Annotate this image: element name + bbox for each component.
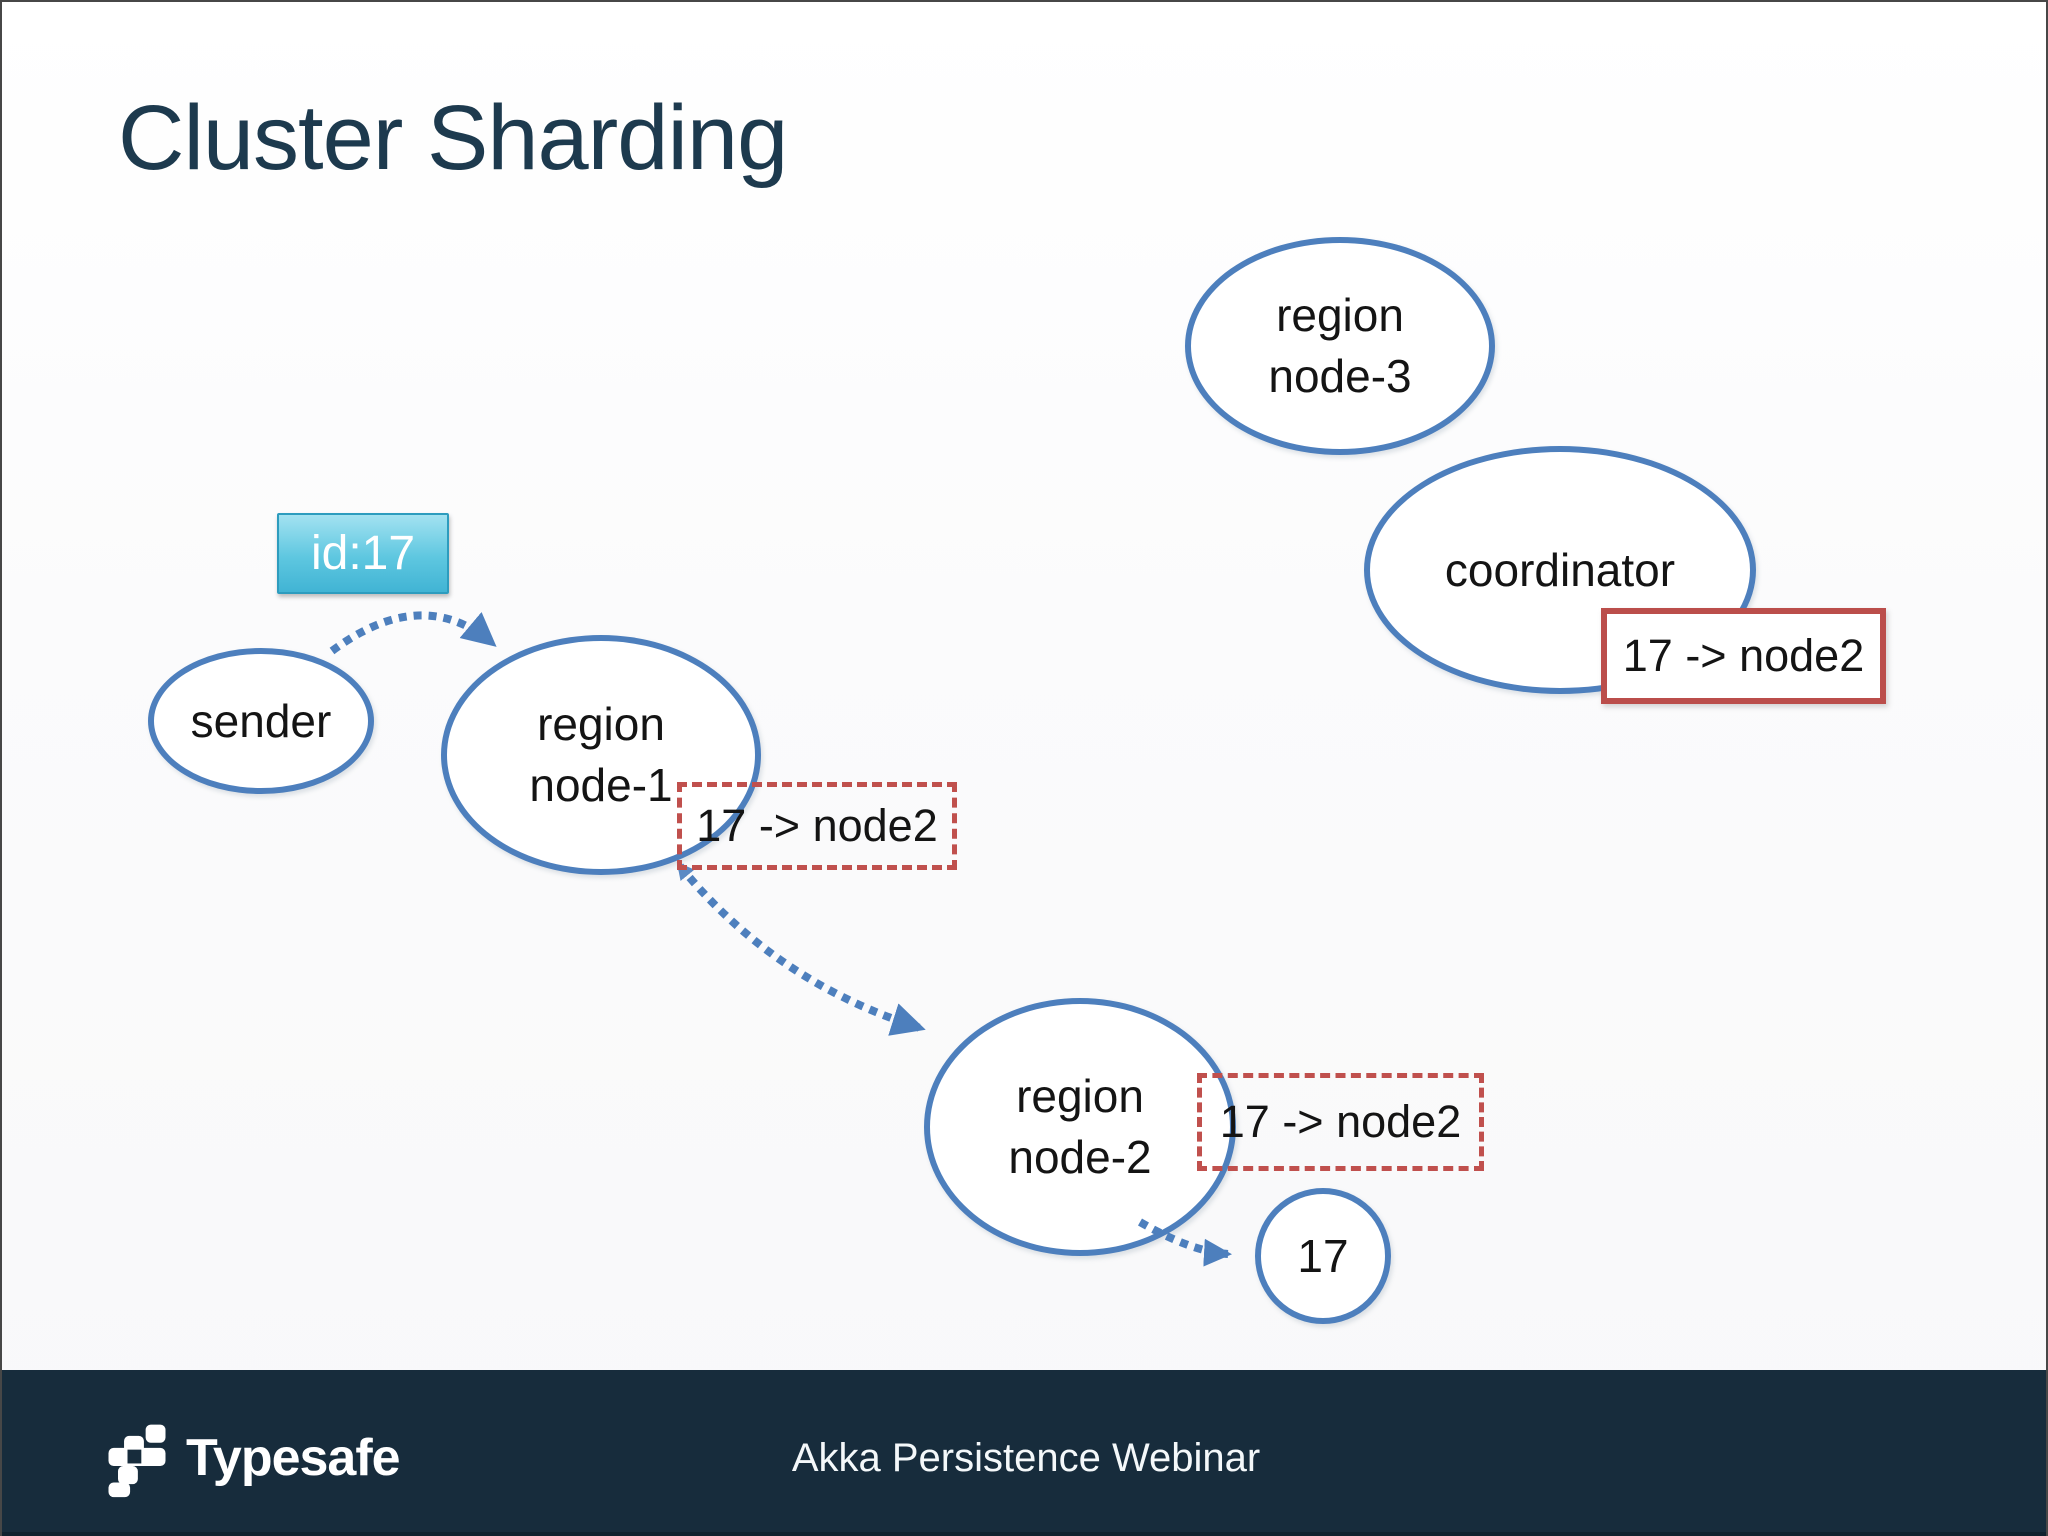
footer-caption: Akka Persistence Webinar [791, 1436, 1261, 1480]
footer: Typesafe Akka Persistence Webinar [2, 1370, 2046, 1536]
node-label-line: region [1016, 1070, 1144, 1123]
typesafe-logo-icon [108, 1424, 166, 1498]
node-label-line: node-2 [1008, 1131, 1152, 1183]
message-id-box: id:17 [277, 513, 449, 594]
node-entity-17: 17 [1255, 1188, 1391, 1324]
page-title: Cluster Sharding [118, 87, 788, 189]
node1-mapping-box: 17 -> node2 [677, 782, 957, 870]
message-id-label: id:17 [310, 527, 416, 580]
node-coordinator: coordinator [1364, 446, 1756, 694]
node2-mapping-box: 17 -> node2 [1197, 1073, 1484, 1171]
node-sender: sender [148, 648, 374, 794]
arrow-sender-to-node1 [329, 611, 497, 655]
mapping-label: 17 -> node2 [1622, 630, 1865, 681]
arrow-node1-to-node2 [676, 862, 926, 1036]
node-label-line: sender [190, 694, 332, 747]
mapping-label: 17 -> node2 [1219, 1096, 1462, 1147]
node-region-node-2: region node-2 [924, 998, 1236, 1256]
node-label-line: node-3 [1268, 350, 1412, 402]
node-label-line: region [537, 698, 665, 751]
brand-name: Typesafe [186, 1429, 401, 1487]
coordinator-mapping-box: 17 -> node2 [1601, 608, 1886, 704]
node-label-line: region [1276, 289, 1404, 342]
node-label-line: 17 [1297, 1229, 1349, 1282]
node-label-line: coordinator [1444, 543, 1676, 596]
node-region-node-3: region node-3 [1185, 237, 1495, 455]
node-label-line: node-1 [529, 759, 673, 811]
mapping-label: 17 -> node2 [696, 800, 938, 851]
node-region-node-1: region node-1 [441, 635, 761, 875]
